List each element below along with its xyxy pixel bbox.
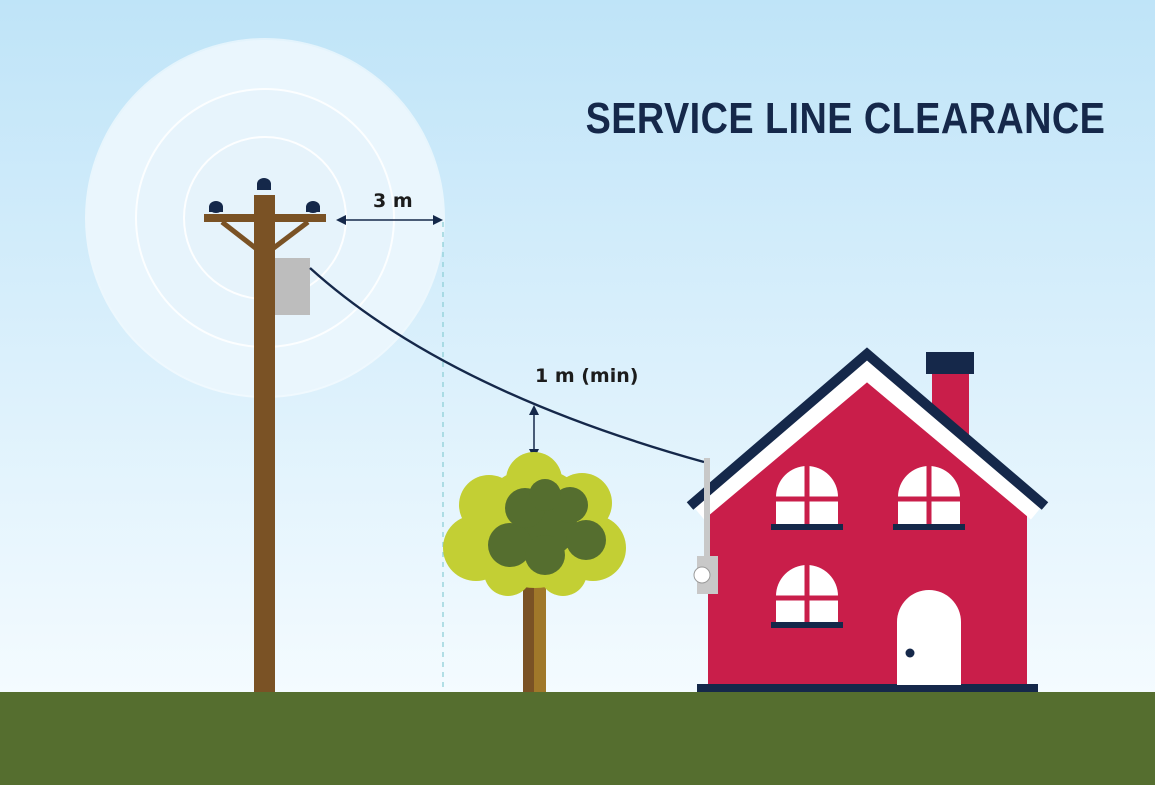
page-title: SERVICE LINE CLEARANCE — [585, 94, 1105, 143]
house — [686, 347, 1049, 693]
ground — [0, 692, 1155, 785]
roof-trim-navy — [686, 347, 1049, 510]
window — [893, 466, 965, 530]
front-door — [897, 590, 961, 685]
window — [771, 565, 843, 628]
service-mast — [693, 458, 718, 594]
window — [771, 466, 843, 530]
meter-icon — [693, 566, 711, 584]
service-line-wire — [309, 267, 705, 464]
vertical-clearance-label: 1 m (min) — [535, 365, 639, 387]
utility-pole — [204, 178, 326, 695]
tree — [443, 452, 626, 695]
roof-trim-white — [689, 353, 1046, 520]
door-knob — [905, 648, 915, 658]
transformer-box — [275, 258, 310, 315]
insulator-icon — [209, 178, 320, 213]
horizontal-clearance-arrow — [336, 215, 443, 225]
horizontal-clearance-label: 3 m — [373, 190, 413, 212]
